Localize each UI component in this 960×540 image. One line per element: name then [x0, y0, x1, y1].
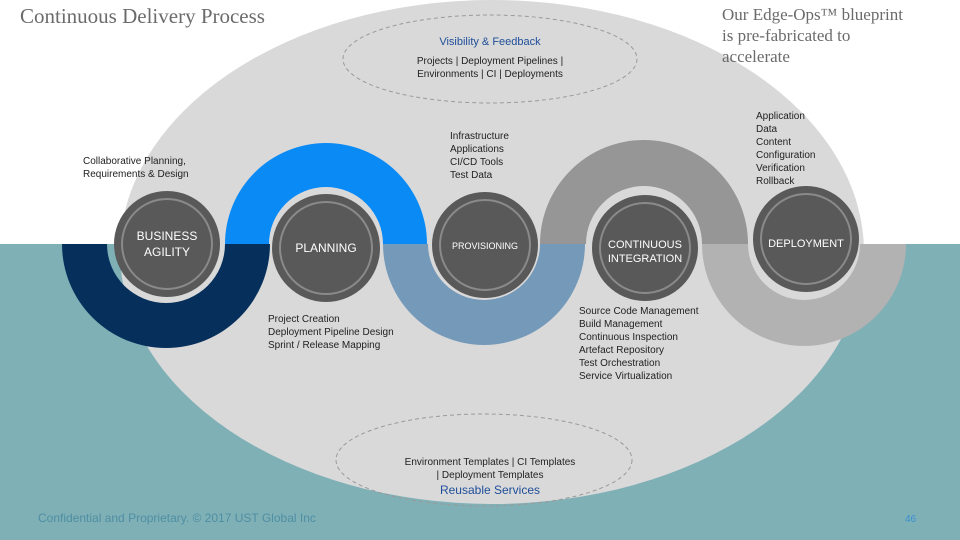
detail-item: Test Orchestration [579, 358, 661, 369]
tagline-line: is pre-fabricated to [722, 26, 851, 45]
node-continuous-integration: CONTINUOUS INTEGRATION [592, 195, 698, 301]
reusable-dashed-ellipse [335, 413, 633, 507]
reusable-heading: Reusable Services [439, 483, 541, 497]
detail-item: Build Management [579, 319, 663, 330]
detail-item: Data [756, 124, 778, 135]
arc-deployment [702, 244, 906, 346]
detail-item: Test Data [450, 170, 493, 181]
arc-continuous-integration [540, 140, 748, 244]
visibility-line: Environments | CI | Deployments [417, 69, 563, 80]
page-title: Continuous Delivery Process [20, 4, 265, 28]
detail-item: Source Code Management [579, 306, 699, 317]
node-deployment: DEPLOYMENT [753, 186, 859, 292]
node-label-continuous-integration-line1: CONTINUOUS [608, 239, 682, 251]
node-provisioning: PROVISIONING [432, 192, 538, 298]
tagline-line: accelerate [722, 47, 790, 66]
node-label-business-agility-line2: AGILITY [144, 245, 190, 259]
deployment-details: Application Data Content Configuration V… [756, 110, 815, 188]
footer-copyright: Confidential and Proprietary. © 2017 UST… [38, 511, 316, 525]
visibility-feedback: Visibility & Feedback Projects | Deploym… [376, 36, 604, 81]
detail-item: Application [756, 111, 805, 122]
detail-item: CI/CD Tools [450, 157, 504, 168]
page-number: 46 [905, 514, 917, 525]
node-label-business-agility-line1: BUSINESS [137, 229, 198, 243]
detail-item: Applications [450, 144, 504, 155]
arc-planning [225, 143, 427, 244]
business-agility-details: Collaborative Planning, Requirements & D… [83, 155, 189, 181]
detail-item: Project Creation [268, 314, 340, 325]
detail-item: Service Virtualization [579, 371, 673, 382]
visibility-heading: Visibility & Feedback [439, 36, 541, 48]
node-business-agility: BUSINESS AGILITY [114, 191, 220, 297]
detail-item: Infrastructure [450, 131, 509, 142]
detail-item: Collaborative Planning, [83, 156, 186, 167]
detail-item: Deployment Pipeline Design [268, 327, 394, 338]
reusable-line: Environment Templates | CI Templates [404, 457, 576, 468]
detail-item: Requirements & Design [83, 169, 189, 180]
detail-item: Continuous Inspection [579, 332, 678, 343]
reusable-services: Environment Templates | CI Templates | D… [366, 456, 614, 497]
tagline-line: Our Edge-Ops™ blueprint [722, 5, 903, 24]
node-label-planning: PLANNING [295, 241, 356, 255]
visibility-dashed-ellipse [342, 14, 638, 104]
reusable-line: | Deployment Templates [436, 470, 544, 481]
detail-item: Rollback [756, 176, 795, 187]
node-label-continuous-integration-line2: INTEGRATION [608, 253, 682, 265]
node-label-provisioning: PROVISIONING [452, 241, 518, 251]
planning-details: Project Creation Deployment Pipeline Des… [268, 313, 394, 352]
node-label-deployment: DEPLOYMENT [768, 238, 844, 250]
detail-item: Content [756, 137, 792, 148]
continuous-integration-details: Source Code Management Build Management … [579, 305, 699, 383]
tagline: Our Edge-Ops™ blueprint is pre-fabricate… [722, 4, 958, 67]
detail-item: Verification [756, 163, 805, 174]
visibility-line: Projects | Deployment Pipelines | [416, 56, 564, 67]
detail-item: Sprint / Release Mapping [268, 340, 381, 351]
detail-item: Configuration [756, 150, 816, 161]
provisioning-details: Infrastructure Applications CI/CD Tools … [450, 130, 509, 182]
arc-provisioning [383, 244, 585, 345]
arc-business-agility [62, 244, 270, 348]
detail-item: Artefact Repository [579, 345, 665, 356]
node-planning: PLANNING [272, 194, 380, 302]
